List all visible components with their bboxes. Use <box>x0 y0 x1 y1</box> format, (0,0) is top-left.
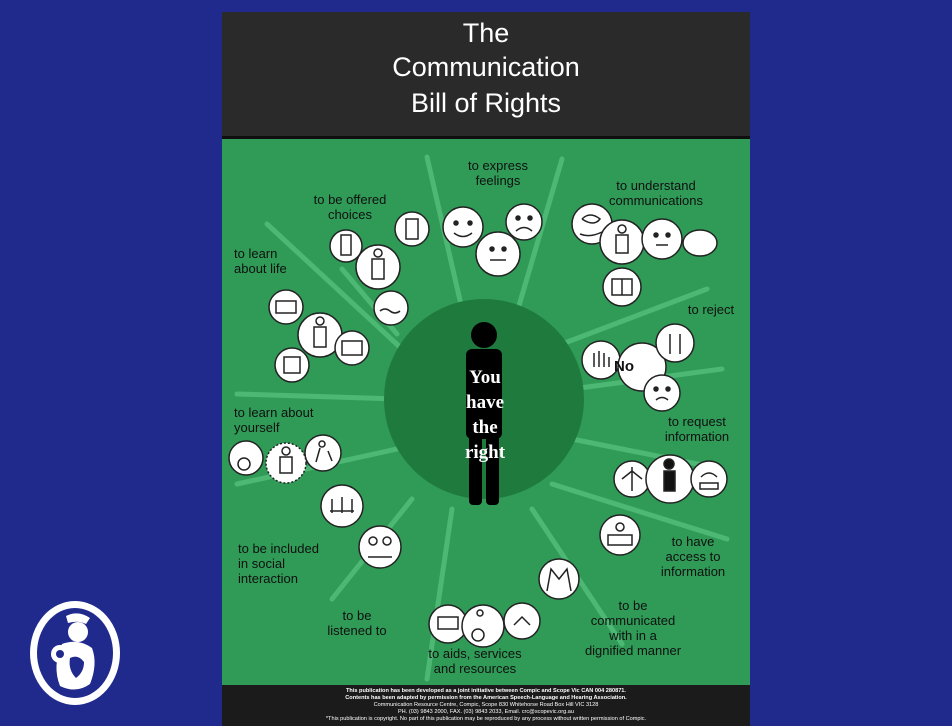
poster-title-line-2: Communication <box>392 52 580 82</box>
person-communicating-icon <box>599 219 645 265</box>
no-symbol-text: No <box>614 358 634 375</box>
swimming-icon <box>373 290 409 326</box>
footer-line-5: *This publication is copyright. No part … <box>325 716 647 722</box>
footer-line-4: PH. (03) 9843 2000, FAX. (03) 9843 2033,… <box>397 709 575 715</box>
group-of-people-icon <box>320 484 364 528</box>
drink-can-icon <box>394 211 430 247</box>
radio-icon <box>268 289 304 325</box>
right-reject: to reject <box>687 302 735 317</box>
person-standing-icon <box>297 312 343 358</box>
right-learn-life: to learn about life <box>234 246 287 276</box>
face-icon <box>641 218 683 260</box>
right-learn-yourself: to learn about yourself <box>234 405 314 435</box>
upset-face-icon <box>643 374 681 412</box>
television-icon <box>334 330 370 366</box>
poster-title-line-3: Bill of Rights <box>410 88 562 118</box>
hand-using-device-icon <box>503 602 541 640</box>
thinking-face-icon <box>475 231 521 277</box>
people-talking-icon <box>358 525 402 569</box>
right-communicated-dignified: to be communicated with in a dignified m… <box>584 598 682 658</box>
elderly-person-icon <box>304 434 342 472</box>
sad-face-icon <box>505 203 543 241</box>
you-have-the-right-text: You have the right <box>464 367 506 463</box>
footer-line-3: Communication Resource Centre, Compic, S… <box>373 702 599 708</box>
happy-face-icon <box>442 206 484 248</box>
poster-footer: This publication has been developed as a… <box>222 685 750 726</box>
person-choosing-icon <box>355 244 401 290</box>
right-understand-communications: to understand communications <box>609 178 703 208</box>
book-icon <box>602 267 642 307</box>
footer-line-1: This publication has been developed as a… <box>346 688 626 694</box>
person-outline-icon <box>265 442 307 484</box>
people-embracing-icon <box>538 558 580 600</box>
right-offered-choices: to be offered choices <box>313 192 387 222</box>
wheelchair-icon <box>228 440 264 476</box>
poster-header: The Communication Bill of Rights <box>222 12 750 139</box>
communication-bill-of-rights-poster: The Communication Bill of Rights <box>222 12 750 726</box>
center-person-silhouette <box>466 322 502 505</box>
footer-line-2: Contents has been adapted by permission … <box>345 695 627 701</box>
right-access-information: to have access to information <box>660 534 726 579</box>
radial-dividers <box>234 154 730 682</box>
rights-illustration <box>228 154 730 682</box>
directions-sign-icon <box>613 460 651 498</box>
right-included-social: to be included in social interaction <box>238 541 319 586</box>
communication-device-icon <box>428 604 468 644</box>
information-desk-icon <box>599 514 641 556</box>
telephone-icon <box>690 460 728 498</box>
right-request-information: to request information <box>664 414 730 444</box>
mother-and-child-logo <box>30 601 120 705</box>
right-listened-to: to be listened to <box>327 608 387 638</box>
standing-people-icon <box>655 323 695 363</box>
poster-title-line-1: The <box>462 18 510 48</box>
baby-bottle-icon <box>329 229 363 263</box>
newspaper-icon <box>274 347 310 383</box>
speech-bubble-icon <box>682 229 718 257</box>
right-aids-services: to aids, services and resources <box>428 646 522 676</box>
information-icon <box>645 454 695 504</box>
wheelchair-user-icon <box>461 604 505 648</box>
poster-body: You have the right No to express feeling… <box>222 139 750 685</box>
right-express-feelings: to express feelings <box>468 158 528 188</box>
